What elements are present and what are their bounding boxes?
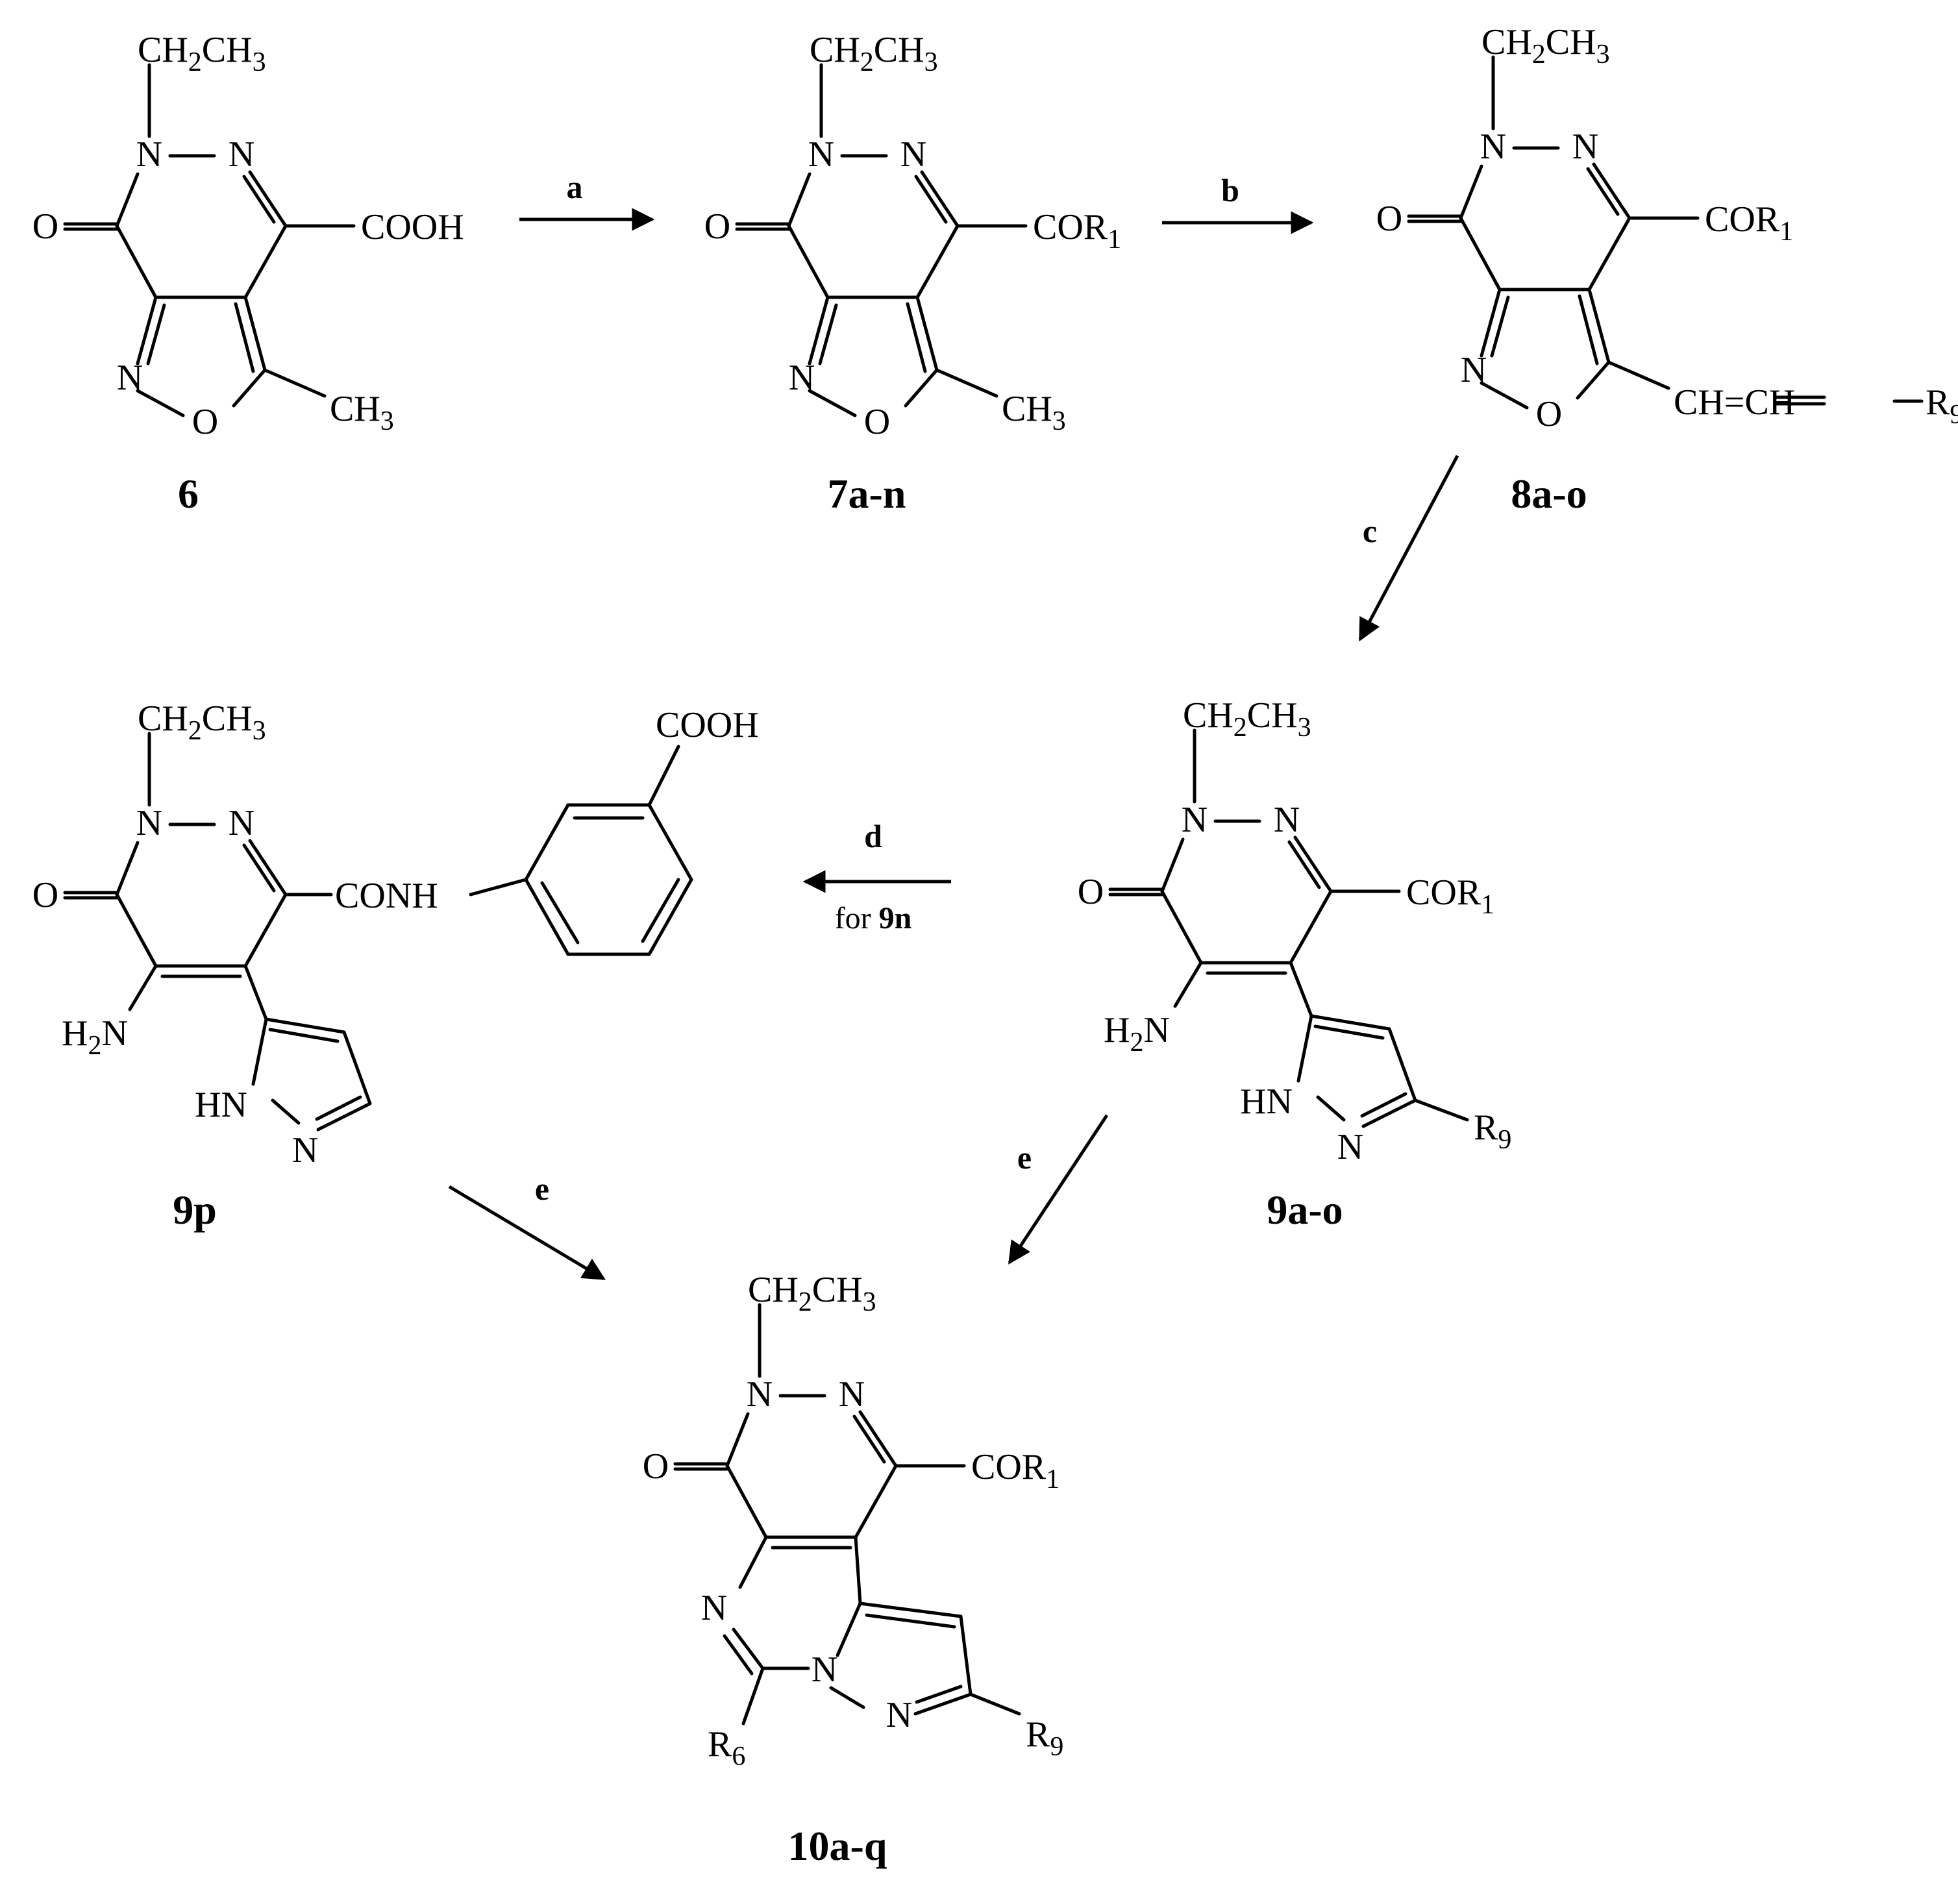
nh-atom: HN (195, 1085, 247, 1125)
n-atom: N (900, 134, 926, 175)
arrow-step-e-from-9: e (1008, 1114, 1109, 1265)
n-atom: N (812, 1650, 837, 1690)
r9-group: R9​ (1026, 1714, 1063, 1762)
step-label-a: a (567, 169, 583, 205)
n-atom: N (1337, 1127, 1363, 1167)
step-d-condition: for 9n (835, 901, 912, 935)
n-atom: N (747, 1374, 773, 1415)
compound-9: CH2​CH3​ N N O COR1​ H2​N HN N R9​ 9a-o (1078, 695, 1512, 1233)
nh-atom: HN (1240, 1082, 1293, 1122)
n-atom: N (1182, 800, 1208, 840)
step-label-d: d (864, 818, 882, 854)
arrow-step-c: c (1358, 454, 1459, 642)
step-label-c: c (1363, 513, 1377, 549)
o-atom: O (192, 402, 218, 442)
arrow-step-d: d for 9n (802, 818, 951, 935)
carboxyl-group: COOH (361, 207, 464, 247)
compound-label-6: 6 (178, 471, 199, 517)
r9-group: R9​ (1926, 382, 1958, 430)
compound-9-bonds (1108, 728, 1469, 1128)
n-atom: N (1461, 350, 1487, 390)
vinyl-group: CH=CH (1674, 382, 1795, 423)
compound-9p-bonds (63, 732, 693, 1131)
compound-7: CH2​CH3​ N N O COR1​ N O CH3​ 7a-n (704, 30, 1121, 517)
step-label-e: e (1017, 1139, 1032, 1176)
step-label-b: b (1221, 172, 1239, 208)
arrow-step-e-from-9p: e (448, 1170, 606, 1281)
carbonyl-oxygen: O (643, 1446, 669, 1487)
ethyl-group: CH2​CH3​ (138, 699, 266, 746)
ethyl-group: CH2​CH3​ (1481, 22, 1610, 69)
compound-label-9p: 9p (173, 1187, 217, 1233)
n-atom: N (886, 1695, 912, 1735)
carbonyl-oxygen: O (32, 206, 58, 247)
n-atom: N (136, 134, 162, 175)
n-atom: N (229, 803, 254, 843)
compound-label-8a-o: 8a-o (1511, 471, 1587, 517)
compound-8: CH2​CH3​ N N O COR1​ N O CH=CH R9​ 8a-o (1376, 22, 1958, 517)
compound-8-bonds (1407, 55, 1924, 410)
cor1-group: COR1​ (1705, 199, 1793, 247)
n-atom: N (117, 358, 143, 398)
carbonyl-oxygen: O (1376, 199, 1402, 239)
n-atom: N (1480, 127, 1506, 167)
arrow-step-b: b (1162, 172, 1314, 234)
n-atom: N (839, 1374, 865, 1415)
n-atom: N (789, 358, 815, 398)
methyl-group: CH3​ (1002, 389, 1066, 436)
compound-6: CH2​CH3​ N N O COOH N O CH3​ 6 (32, 30, 464, 517)
compound-6-bonds (63, 63, 356, 417)
cor1-group: COR1​ (1033, 207, 1121, 254)
amino-group: H2​N (62, 1013, 128, 1061)
n-atom: N (229, 134, 254, 175)
compound-label-10a-q: 10a-q (788, 1823, 887, 1869)
cor1-group: COR1​ (1406, 872, 1494, 920)
carbonyl-oxygen: O (1078, 872, 1104, 912)
ethyl-group: CH2​CH3​ (748, 1270, 876, 1317)
cor1-group: COR1​ (971, 1447, 1060, 1494)
carboxyl-group: COOH (656, 705, 759, 745)
n-atom: N (701, 1588, 727, 1628)
carbonyl-oxygen: O (704, 206, 730, 247)
r9-group: R9​ (1474, 1107, 1511, 1155)
compound-9p: CH2​CH3​ N N O CONH COOH H2​N HN N 9p (32, 699, 759, 1233)
ethyl-group: CH2​CH3​ (138, 30, 266, 77)
r6-group: R6​ (708, 1724, 745, 1772)
n-atom: N (292, 1130, 318, 1170)
compound-label-9a-o: 9a-o (1267, 1187, 1343, 1233)
amino-group: H2​N (1104, 1010, 1170, 1057)
amide-group: CONH (335, 876, 438, 916)
ethyl-group: CH2​CH3​ (1183, 695, 1311, 743)
o-atom: O (864, 402, 890, 442)
arrow-step-a: a (519, 169, 655, 231)
n-atom: N (1274, 800, 1300, 840)
n-atom: N (136, 803, 162, 843)
step-label-e: e (535, 1170, 549, 1207)
o-atom: O (1536, 394, 1562, 434)
n-atom: N (808, 134, 834, 175)
compound-10: CH2​CH3​ N N O COR1​ N N N R6​ R9​ 10a-q (643, 1270, 1064, 1869)
carbonyl-oxygen: O (32, 875, 58, 915)
compound-7-bonds (735, 63, 1028, 417)
compound-label-7a-n: 7a-n (828, 471, 906, 517)
n-atom: N (1572, 127, 1598, 167)
compound-10-bonds (673, 1303, 1021, 1725)
methyl-group: CH3​ (330, 389, 394, 436)
ethyl-group: CH2​CH3​ (810, 30, 938, 77)
